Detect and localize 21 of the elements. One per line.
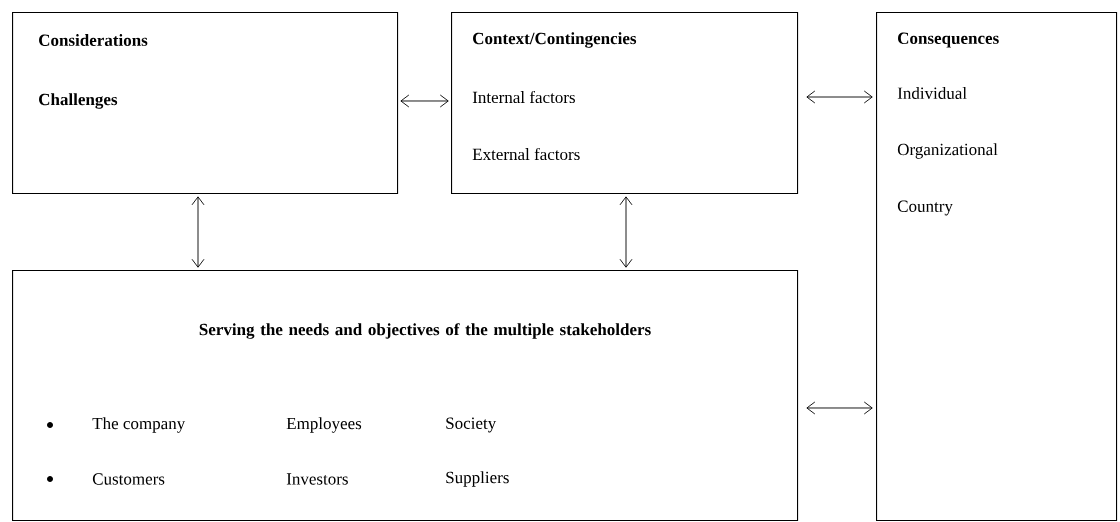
box-text: Employees [286, 417, 362, 433]
box-text: Internal factors [472, 90, 575, 104]
arrow [400, 94, 449, 108]
box-text: Context/Contingencies [473, 32, 637, 48]
box-text: Investors [286, 473, 348, 485]
box-text: Customers [92, 473, 165, 485]
box-text: Society [446, 417, 497, 433]
box-text: Country [897, 200, 953, 216]
arrow [806, 401, 873, 415]
box-text: Suppliers [446, 471, 509, 487]
arrow [619, 196, 633, 268]
box-text: Individual [897, 87, 967, 99]
box-text: Consequences [898, 32, 999, 48]
box-text: Challenges [39, 93, 118, 109]
arrow [806, 90, 873, 104]
box-text: Considerations [39, 34, 148, 46]
arrow [191, 196, 205, 268]
box-text: External factors [472, 147, 580, 161]
box-text: The company [92, 417, 186, 433]
box-text: Organizational [897, 143, 998, 159]
box-text: Serving the needs and objectives of the multiple stakeholders [199, 323, 651, 339]
